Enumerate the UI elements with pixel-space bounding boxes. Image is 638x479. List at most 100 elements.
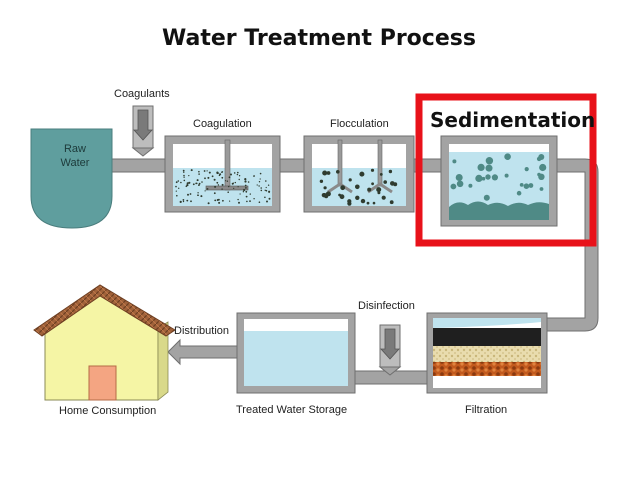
coagulant-particle xyxy=(211,175,214,178)
coagulant-particle xyxy=(230,173,232,176)
raw-water-reservoir xyxy=(30,128,113,229)
coagulant-particle xyxy=(256,184,258,186)
coagulant-particle xyxy=(260,187,263,189)
coagulant-particle xyxy=(265,189,268,192)
disinfection-dosing xyxy=(378,324,402,376)
coagulant-particle xyxy=(242,191,245,193)
coagulant-particle xyxy=(258,185,260,187)
sedimentation-highlight xyxy=(415,93,597,247)
coagulant-particle xyxy=(259,172,262,175)
floc-particle xyxy=(388,169,393,174)
sediment-particle xyxy=(539,163,547,172)
coagulant-particle xyxy=(237,186,239,188)
coagulant-dosing xyxy=(131,105,155,157)
coagulant-particle xyxy=(268,197,271,200)
disinfection-label: Disinfection xyxy=(358,300,415,312)
coagulant-particle xyxy=(264,196,266,199)
floc-particle xyxy=(371,182,374,186)
coagulant-particle xyxy=(253,175,255,177)
coagulant-particle xyxy=(243,188,246,192)
coagulant-particle xyxy=(189,193,192,195)
coagulant-particle xyxy=(217,184,220,186)
floc-particle xyxy=(338,193,341,197)
coagulation-tank xyxy=(164,135,281,213)
coagulant-particle xyxy=(249,200,251,203)
floc-particle xyxy=(393,182,398,187)
coagulant-particle xyxy=(238,178,240,181)
coagulant-particle xyxy=(239,193,241,195)
coagulant-particle xyxy=(221,171,223,173)
coagulant-particle xyxy=(188,181,191,184)
floc-particle xyxy=(366,201,370,205)
pipe-raw-to-coag xyxy=(111,158,169,173)
coagulant-particle xyxy=(186,182,189,185)
sediment-particle xyxy=(491,174,498,181)
coagulant-particle xyxy=(214,199,217,202)
floc-particle xyxy=(326,193,330,196)
coagulant-particle xyxy=(244,184,247,187)
coagulant-particle xyxy=(221,188,223,190)
coagulant-particle xyxy=(206,188,209,190)
coagulant-particle xyxy=(186,184,189,187)
treated-water-storage-tank xyxy=(236,312,356,394)
coagulant-particle xyxy=(204,190,206,192)
sedimentation-tank xyxy=(440,135,558,227)
coagulant-particle xyxy=(183,171,185,173)
coagulant-particle xyxy=(225,180,227,182)
coagulant-particle xyxy=(179,200,182,203)
sediment-particle xyxy=(468,183,473,188)
coagulant-particle xyxy=(183,179,186,182)
distribution-label: Distribution xyxy=(174,325,230,337)
coagulant-particle xyxy=(237,198,239,201)
coagulant-particle xyxy=(198,184,200,187)
sediment-particle xyxy=(504,173,509,178)
floc-particle xyxy=(381,195,386,200)
coagulant-particle xyxy=(267,184,270,186)
sediment-particle xyxy=(455,174,463,181)
coagulant-particle xyxy=(265,186,267,189)
coagulant-particle xyxy=(259,178,261,180)
coagulant-particle xyxy=(266,200,268,203)
coagulant-particle xyxy=(214,185,217,188)
coagulant-particle xyxy=(228,185,230,188)
coagulant-particle xyxy=(258,201,261,203)
coagulant-particle xyxy=(233,172,236,174)
coagulant-particle xyxy=(253,198,255,200)
coagulant-particle xyxy=(237,171,239,174)
coagulant-particle xyxy=(216,171,219,174)
coagulation-label: Coagulation xyxy=(193,118,252,130)
sediment-particle xyxy=(528,183,534,188)
coagulant-particle xyxy=(233,187,235,189)
coagulant-particle xyxy=(213,178,216,181)
floc-particle xyxy=(319,179,324,183)
floc-particle xyxy=(348,178,352,182)
coagulant-particle xyxy=(221,176,224,179)
coagulant-particle xyxy=(244,178,247,181)
coagulant-particle xyxy=(200,195,203,198)
floc-particle xyxy=(347,201,352,206)
sediment-particle xyxy=(504,153,511,160)
coagulant-particle xyxy=(213,192,216,195)
coagulant-particle xyxy=(183,174,185,177)
sediment-particle xyxy=(485,157,494,165)
treated-water-storage-label: Treated Water Storage xyxy=(236,404,348,416)
coagulant-particle xyxy=(245,190,248,193)
coagulant-particle xyxy=(204,177,206,180)
coagulant-particle xyxy=(264,189,266,191)
coagulant-particle xyxy=(238,201,240,204)
coagulant-particle xyxy=(183,176,185,178)
coagulant-particle xyxy=(186,199,189,202)
house-roof xyxy=(33,284,176,337)
pipe-coag-to-floc xyxy=(277,158,307,173)
filtration-label: Filtration xyxy=(465,404,508,416)
coagulant-particle xyxy=(226,180,229,182)
home-consumption-label: Home Consumption xyxy=(59,405,157,417)
coagulant-particle xyxy=(216,199,219,201)
coagulant-particle xyxy=(228,176,231,179)
coagulant-particle xyxy=(203,170,206,172)
coagulant-particle xyxy=(197,194,199,196)
house-door xyxy=(88,365,117,401)
coagulant-particle xyxy=(268,191,270,194)
